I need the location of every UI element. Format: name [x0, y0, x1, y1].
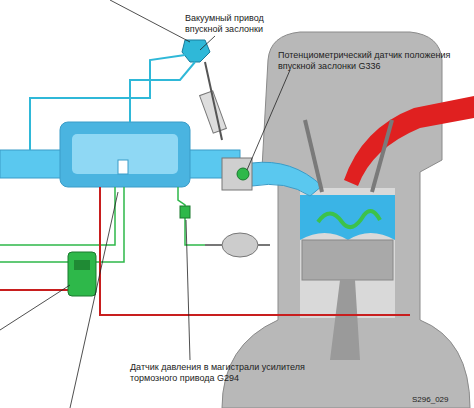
part-label: Датчик давления в магистрали усилителя т…: [130, 362, 340, 384]
leader-line: [247, 70, 290, 170]
part-label: Потенциометрический датчик положения впу…: [278, 50, 463, 72]
exhaust-valve: [372, 120, 392, 192]
figure-code: S296_029: [412, 394, 474, 405]
mixture-swirl: [318, 211, 380, 227]
booster-rod: [258, 244, 270, 246]
green-line: [0, 187, 124, 262]
part-label: Вакуумный привод впускной заслонки: [185, 13, 285, 35]
leader-line: [110, 0, 190, 42]
valve-unit-detail: [74, 260, 90, 270]
connecting-rod: [330, 280, 360, 360]
pressure-sensor: [180, 206, 190, 218]
red-line: [100, 187, 410, 315]
exhaust-port: [344, 96, 474, 186]
red-line: [0, 289, 70, 291]
vacuum-line: [130, 62, 195, 122]
leader-line: [186, 220, 190, 360]
leader-line: [70, 192, 118, 408]
leader-line: [0, 285, 70, 330]
combustion-chamber: [300, 195, 395, 240]
actuator-rod: [205, 62, 222, 140]
manifold-valve: [118, 160, 128, 174]
leader-line: [200, 36, 215, 50]
green-line: [0, 187, 115, 245]
valve-unit: [68, 252, 96, 296]
manifold-inner: [72, 134, 178, 174]
engine-block: [222, 32, 470, 408]
intake-manifold: [60, 122, 190, 187]
intake-valve: [305, 120, 322, 192]
vacuum-actuator: [182, 40, 210, 62]
piston: [302, 240, 393, 280]
vacuum-line: [30, 55, 185, 150]
brake-vacuum-line: [178, 187, 222, 245]
booster-rod: [205, 244, 222, 246]
throttle-body: [222, 158, 252, 190]
brake-booster: [222, 233, 258, 257]
